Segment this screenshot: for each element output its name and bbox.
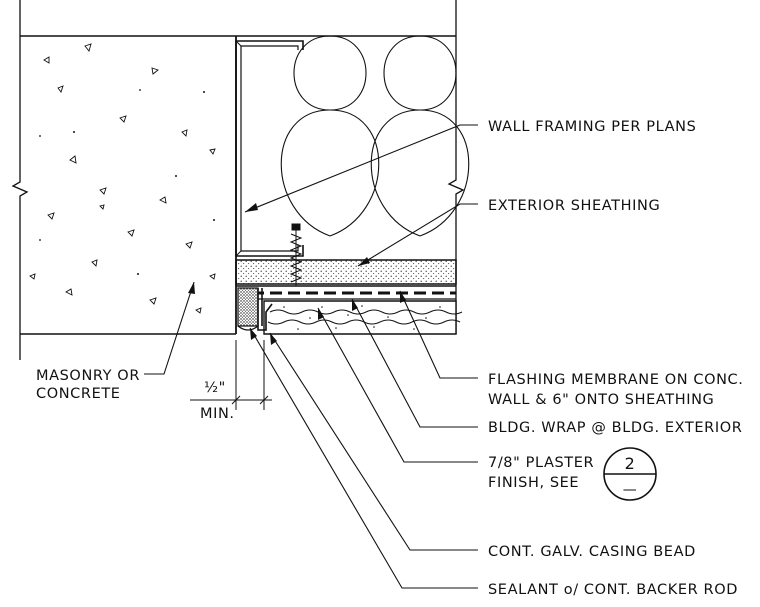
dimension-value: ½" bbox=[204, 380, 226, 396]
casing-bead bbox=[257, 288, 273, 331]
detail-reference-bubble: 2 — bbox=[603, 447, 657, 501]
leader-arrowheads bbox=[188, 203, 406, 345]
masonry-concrete-block bbox=[11, 0, 237, 360]
sealant-backer-rod bbox=[237, 287, 259, 331]
label-plaster-line1: 7/8" PLASTER bbox=[488, 455, 594, 471]
dimension-min-label: MIN. bbox=[200, 406, 235, 422]
label-wall-framing: WALL FRAMING PER PLANS bbox=[488, 119, 696, 135]
label-masonry-line1: MASONRY OR bbox=[36, 368, 140, 384]
detail-ref-number: 2 bbox=[625, 454, 636, 473]
label-bldg-wrap: BLDG. WRAP @ BLDG. EXTERIOR bbox=[488, 420, 742, 436]
batt-insulation bbox=[280, 35, 470, 237]
exterior-sheathing bbox=[235, 259, 457, 285]
label-sealant: SEALANT o/ CONT. BACKER ROD bbox=[488, 582, 738, 598]
label-casing-bead: CONT. GALV. CASING BEAD bbox=[488, 544, 696, 560]
label-exterior-sheathing: EXTERIOR SHEATHING bbox=[488, 198, 660, 214]
steel-stud-framing bbox=[235, 40, 304, 257]
plaster-finish bbox=[263, 300, 463, 335]
flashing-membrane bbox=[236, 285, 456, 300]
label-flashing-line2: WALL & 6" ONTO SHEATHING bbox=[488, 392, 714, 408]
label-flashing-line1: FLASHING MEMBRANE ON CONC. bbox=[488, 372, 744, 388]
dimension-half-inch bbox=[190, 340, 272, 410]
label-plaster-line2: FINISH, SEE bbox=[488, 475, 579, 491]
leader-lines bbox=[144, 124, 478, 589]
label-masonry-line2: CONCRETE bbox=[36, 386, 121, 402]
detail-ref-sheet: — bbox=[623, 482, 638, 498]
